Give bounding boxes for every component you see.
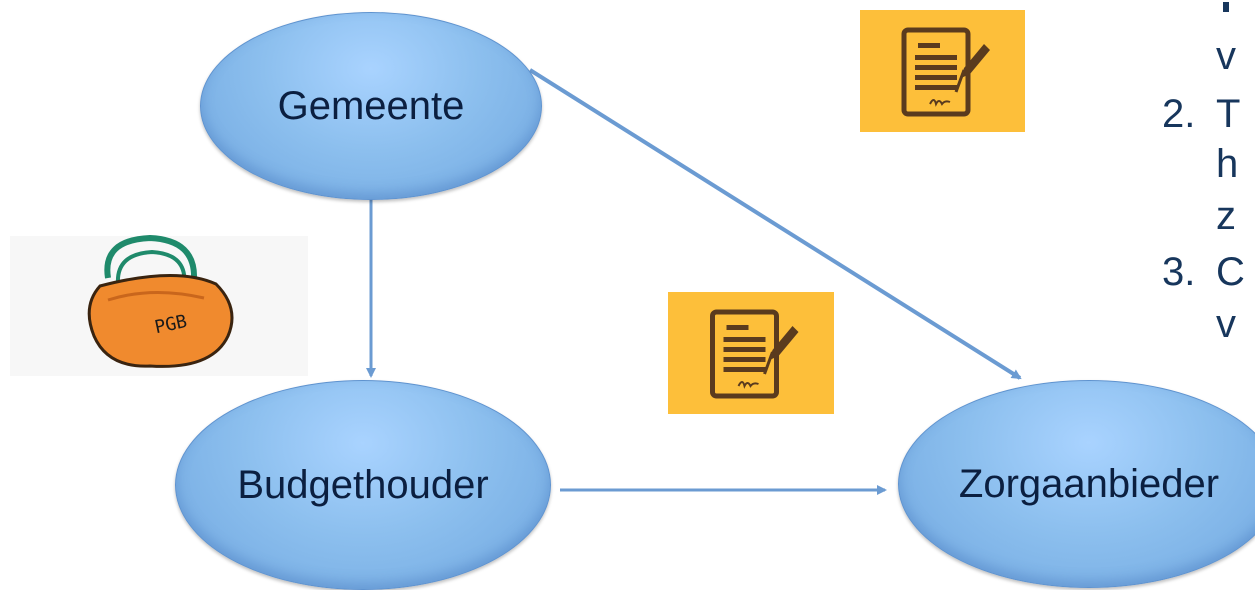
node-zorgaanbieder: Zorgaanbieder bbox=[898, 380, 1255, 588]
list-item-2-line-1: T bbox=[1216, 92, 1241, 136]
node-budgethouder: Budgethouder bbox=[175, 380, 551, 590]
list-item-2-line-3: z bbox=[1216, 194, 1236, 238]
node-gemeente: Gemeente bbox=[200, 12, 542, 200]
list-item-3-line-2: v bbox=[1216, 302, 1236, 346]
contract-icon-bottom bbox=[668, 292, 834, 414]
list-item-3-line-1: C bbox=[1216, 250, 1245, 294]
arrow-gemeente-to-zorgaanbieder bbox=[528, 68, 1022, 380]
document-signature-icon bbox=[901, 27, 990, 117]
list-item-2-number: 2. bbox=[1162, 92, 1196, 136]
node-zorgaanbieder-label: Zorgaanbieder bbox=[958, 461, 1220, 506]
list-item-1-continuation bbox=[1223, 2, 1229, 42]
node-budgethouder-label: Budgethouder bbox=[237, 462, 489, 507]
document-signature-icon bbox=[710, 309, 799, 399]
list-item-3-number: 3. bbox=[1162, 250, 1196, 294]
list-item-1-line: v bbox=[1216, 34, 1236, 78]
list-item-1-top-fragment bbox=[1223, 2, 1229, 12]
node-gemeente-label: Gemeente bbox=[277, 83, 465, 128]
list-item-2-line-2: h bbox=[1216, 142, 1239, 186]
contract-icon-top bbox=[860, 10, 1025, 132]
purse-icon: PGB bbox=[10, 234, 308, 376]
